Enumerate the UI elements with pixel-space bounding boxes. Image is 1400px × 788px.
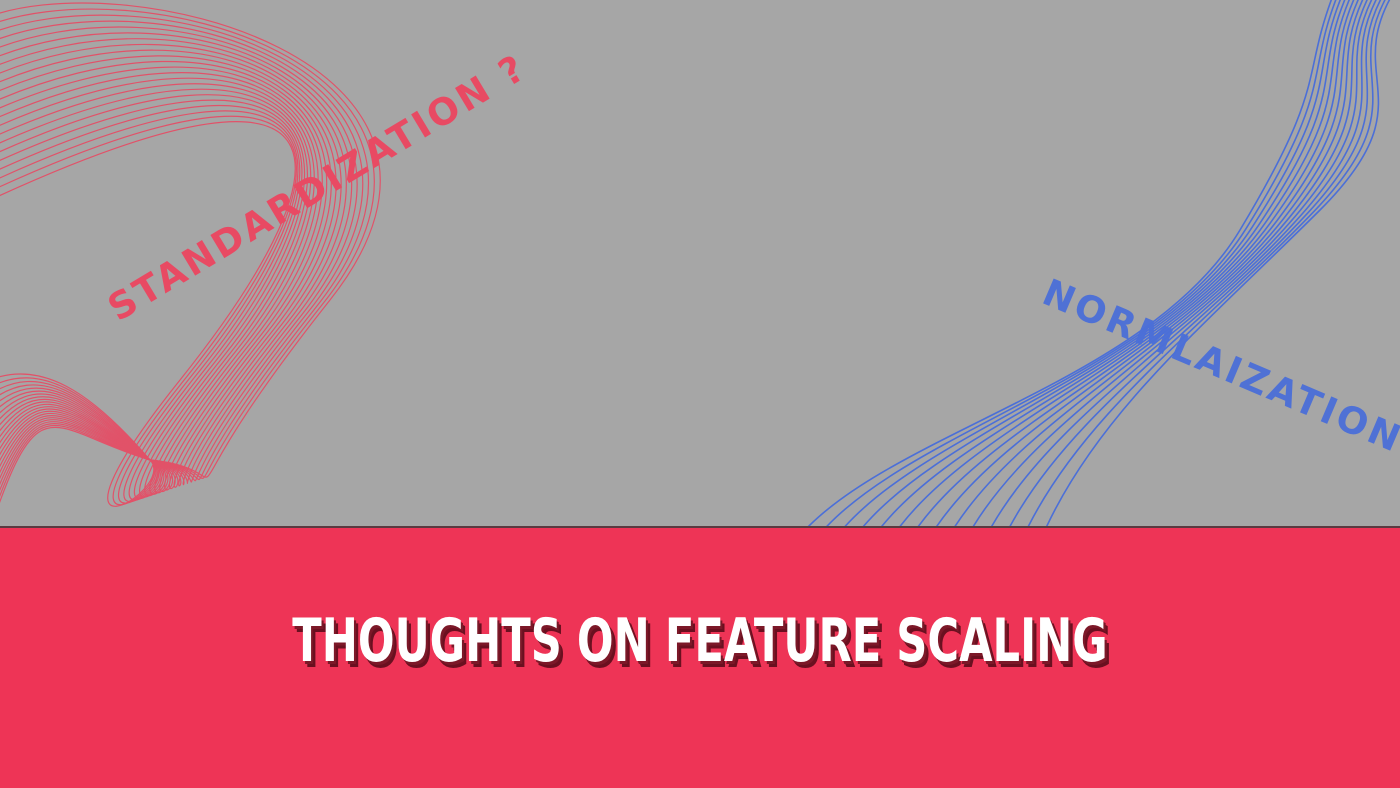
red-wave-line [0, 8, 375, 479]
red-wave-line [0, 77, 315, 495]
red-wave-line [0, 61, 328, 491]
blue-wave-line [917, 0, 1360, 526]
blue-wave-line [844, 0, 1342, 526]
red-wave-line [0, 105, 301, 503]
blue-wave-line [826, 0, 1337, 526]
red-wave-line [0, 72, 319, 494]
red-wave-line [0, 66, 323, 492]
blue-wave-line [954, 0, 1368, 526]
red-wave-line [0, 55, 332, 490]
blue-wave-line [1009, 0, 1382, 526]
red-wave-line [0, 26, 358, 483]
red-wave-line [0, 2, 381, 478]
red-wave-lines-icon [0, 2, 381, 507]
red-wave-line [0, 94, 306, 500]
blue-wave-line [1027, 0, 1386, 526]
red-wave-line [0, 110, 299, 504]
red-wave-line [0, 88, 309, 498]
blue-wave-line [991, 0, 1377, 526]
blue-wave-lines-icon [807, 0, 1391, 526]
red-wave-line [0, 38, 347, 486]
red-wave-line [0, 83, 312, 497]
red-wave-line [0, 14, 370, 481]
blue-wave-line [936, 0, 1364, 526]
red-wave-line [0, 115, 297, 506]
red-wave-line [0, 32, 353, 484]
blue-wave-line [807, 0, 1333, 526]
blue-wave-line [862, 0, 1346, 526]
illustration-area: STANDARDIZATION ? NORMLAIZATION ? [0, 0, 1400, 526]
red-wave-line [0, 43, 342, 487]
red-wave-line [0, 121, 296, 507]
title-banner: THOUGHTS ON FEATURE SCALING [0, 526, 1400, 788]
red-wave-line [0, 20, 364, 482]
blue-wave-line [1046, 0, 1391, 526]
blue-wave-line [899, 0, 1355, 526]
wave-illustration: STANDARDIZATION ? NORMLAIZATION ? [0, 0, 1400, 526]
red-wave-line [0, 99, 303, 501]
red-wave-line [0, 49, 337, 488]
banner-title: THOUGHTS ON FEATURE SCALING [292, 606, 1108, 676]
blue-wave-line [881, 0, 1351, 526]
blue-wave-line [972, 0, 1373, 526]
